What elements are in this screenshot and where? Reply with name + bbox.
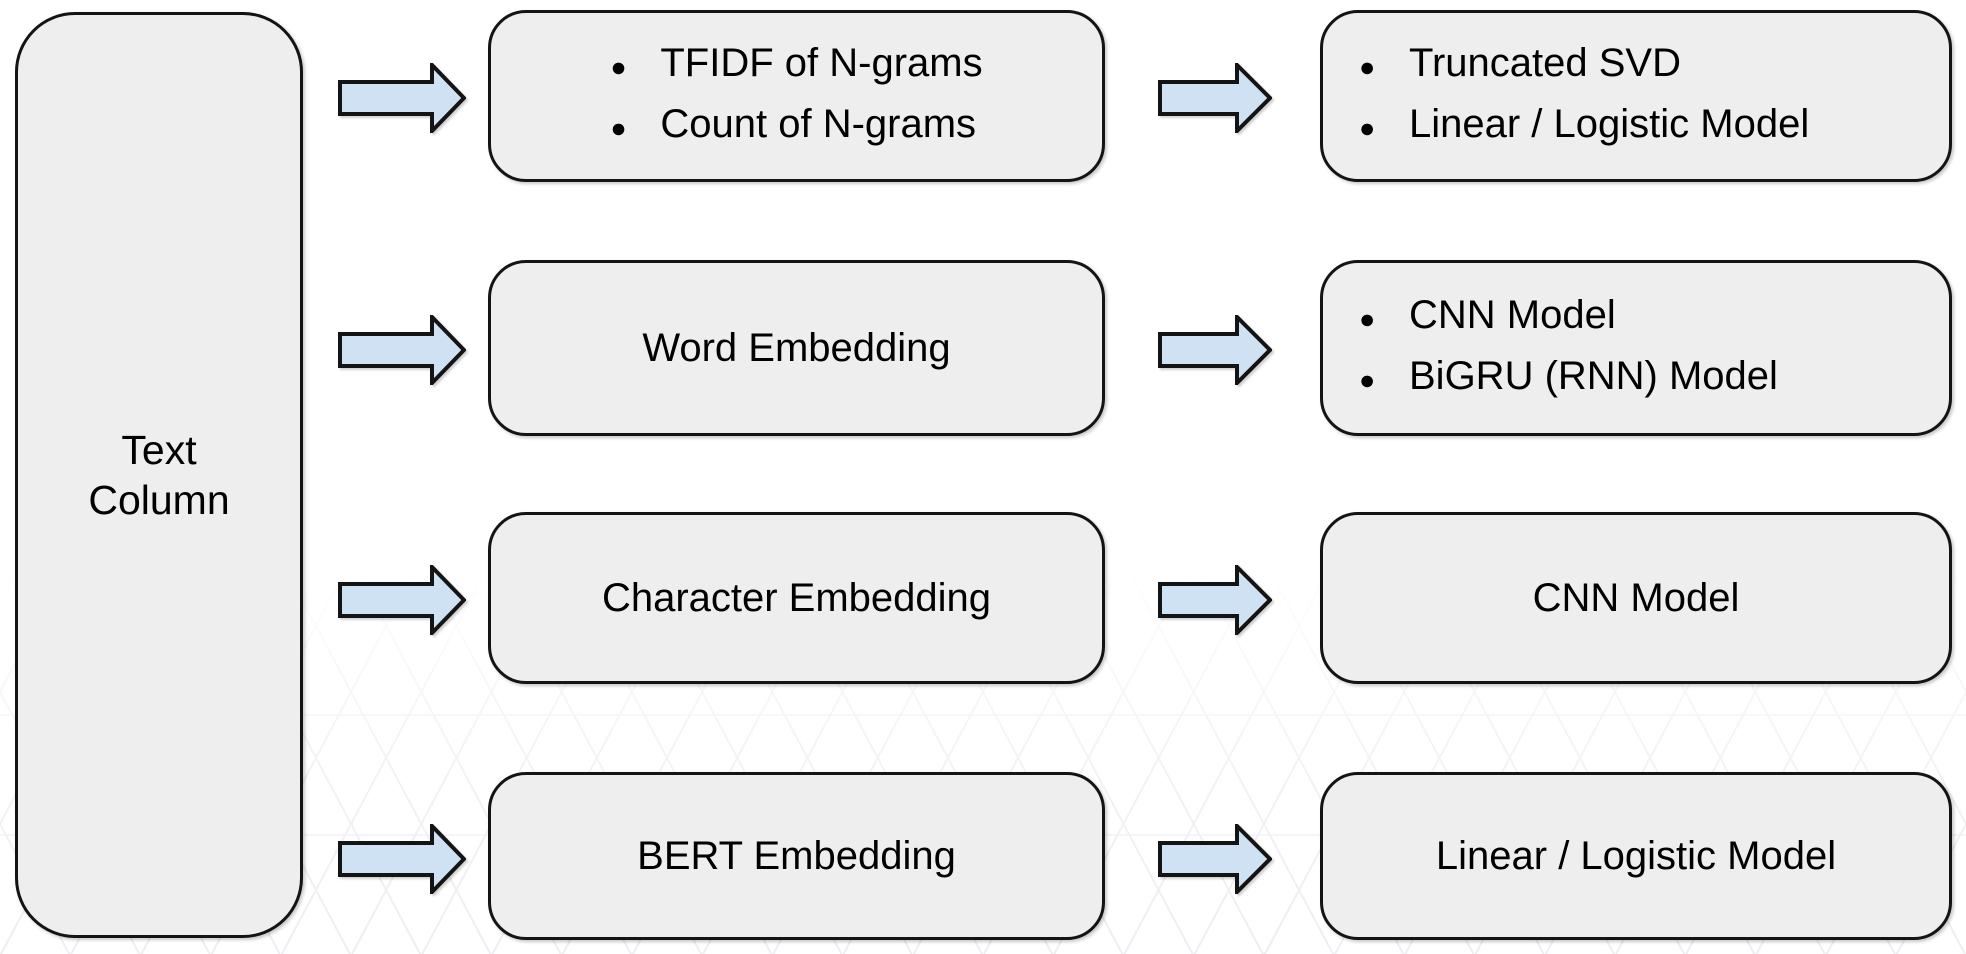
list-item-label: Linear / Logistic Model <box>1409 102 1810 146</box>
node-text-column-label: Text Column <box>88 425 229 525</box>
right-arrow-icon <box>1158 565 1272 635</box>
node-models-row1: ● Truncated SVD ● Linear / Logistic Mode… <box>1320 10 1952 182</box>
right-arrow-icon <box>1158 824 1272 894</box>
right-arrow-icon <box>338 824 466 894</box>
right-arrow-icon <box>1158 63 1272 133</box>
list-item-label: Count of N-grams <box>660 102 977 146</box>
list-item-label: TFIDF of N-grams <box>660 41 983 85</box>
right-arrow-icon <box>338 63 466 133</box>
right-arrow-icon <box>1158 315 1272 385</box>
list-item: ● BiGRU (RNN) Model <box>1359 348 1929 409</box>
list-item: ● Count of N-grams <box>610 96 982 157</box>
node-features-row2: Word Embedding <box>488 260 1105 436</box>
model-bullet-list: ● Truncated SVD ● Linear / Logistic Mode… <box>1359 35 1929 157</box>
right-arrow-icon <box>338 315 466 385</box>
node-models-row4: Linear / Logistic Model <box>1320 772 1952 940</box>
node-features-row1: ● TFIDF of N-grams ● Count of N-grams <box>488 10 1105 182</box>
bullet-icon: ● <box>1359 113 1376 143</box>
node-text-column: Text Column <box>15 12 303 938</box>
feature-bullet-list: ● TFIDF of N-grams ● Count of N-grams <box>610 35 982 157</box>
node-features-row4: BERT Embedding <box>488 772 1105 940</box>
list-item: ● TFIDF of N-grams <box>610 35 982 96</box>
node-label: CNN Model <box>1532 575 1740 620</box>
label-line: Column <box>88 477 230 523</box>
list-item-label: CNN Model <box>1409 293 1616 337</box>
bullet-icon: ● <box>610 113 627 143</box>
label-line: Text <box>121 427 197 473</box>
node-label: Linear / Logistic Model <box>1435 833 1837 878</box>
list-item-label: Truncated SVD <box>1409 41 1681 85</box>
node-models-row3: CNN Model <box>1320 512 1952 684</box>
bullet-icon: ● <box>610 52 627 82</box>
list-item: ● Linear / Logistic Model <box>1359 96 1929 157</box>
node-label: BERT Embedding <box>637 833 956 878</box>
right-arrow-icon <box>338 565 466 635</box>
node-label: Character Embedding <box>601 575 992 620</box>
list-item: ● Truncated SVD <box>1359 35 1929 96</box>
list-item-label: BiGRU (RNN) Model <box>1409 354 1778 398</box>
bullet-icon: ● <box>1359 365 1376 395</box>
node-models-row2: ● CNN Model ● BiGRU (RNN) Model <box>1320 260 1952 436</box>
list-item: ● CNN Model <box>1359 287 1929 348</box>
bullet-icon: ● <box>1359 52 1376 82</box>
model-bullet-list: ● CNN Model ● BiGRU (RNN) Model <box>1359 287 1929 409</box>
bullet-icon: ● <box>1359 304 1376 334</box>
node-features-row3: Character Embedding <box>488 512 1105 684</box>
node-label: Word Embedding <box>642 325 951 370</box>
